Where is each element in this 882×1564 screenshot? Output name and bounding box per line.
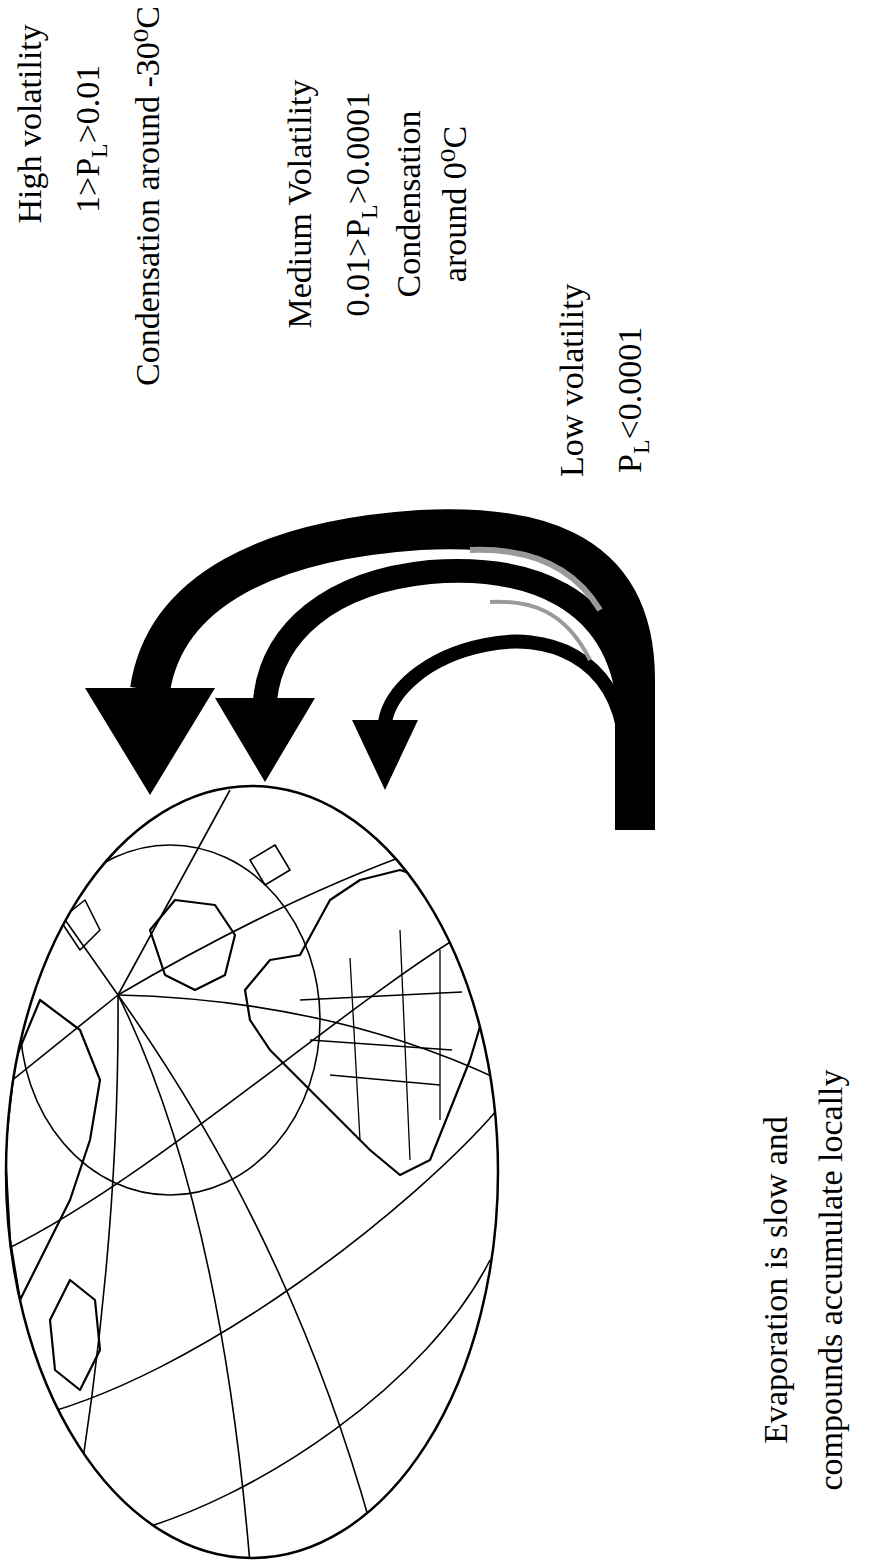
meridian-line (118, 850, 420, 995)
north-america-coast (245, 870, 490, 1175)
meridian-line (70, 995, 118, 1540)
transport-arrows (85, 529, 635, 830)
label-subscript: L (86, 143, 112, 158)
annotation-label: High volatility (7, 24, 53, 223)
annotation-label: Condensation around 0⁰C (386, 84, 478, 324)
label-part: Low volatility (553, 283, 590, 477)
meridian-line (118, 995, 380, 1560)
greenland-coast (150, 900, 235, 990)
arctic-islands (60, 845, 290, 950)
globe-outline (6, 786, 498, 1558)
label-part: Condensation around -30⁰C (129, 6, 166, 386)
meridian-line (118, 995, 500, 1080)
europe-coast (50, 1280, 100, 1390)
annotation-label: 1>PL>0.01 (65, 65, 111, 213)
arrow-highlight (470, 550, 600, 610)
label-part: Medium Volatility (281, 79, 318, 328)
annotation-label: Condensation around -30⁰C (125, 6, 171, 386)
annotation-label: Low volatility (549, 283, 595, 477)
annotation-label: Medium Volatility (277, 79, 323, 328)
annotation-label: PL<0.0001 (607, 327, 653, 473)
label-part: <0.0001 (611, 327, 648, 440)
label-subscript: L (356, 204, 382, 219)
label-part: >0.0001 (339, 92, 376, 205)
latitude-line (5, 930, 470, 1250)
arrow-highlight (490, 602, 590, 660)
latitude-line (20, 1110, 497, 1420)
medium-arrow-head (215, 698, 315, 782)
meridian-line (30, 870, 118, 995)
small-arrow-head (352, 720, 418, 790)
label-part: P (611, 454, 648, 473)
label-part: >0.01 (69, 65, 106, 144)
globe-grid (0, 790, 500, 1564)
label-part: 0.01>P (339, 219, 376, 317)
meridian-line (0, 995, 118, 1090)
state-borders (300, 930, 462, 1160)
meridian-line (118, 790, 230, 995)
medium-arrow-shaft (265, 571, 630, 770)
coastlines (5, 845, 490, 1390)
label-part: Condensation around 0⁰C (390, 111, 473, 298)
eurasia-coast (5, 1000, 100, 1300)
label-part: 1>P (69, 158, 106, 213)
annotation-label: 0.01>PL>0.0001 (335, 92, 381, 317)
large-arrow-shaft (150, 529, 635, 830)
meridian-line (118, 995, 250, 1564)
latitude-line (120, 1260, 490, 1535)
label-subscript: L (628, 440, 654, 455)
label-part: Evaporation is slow and compounds accumu… (757, 1069, 849, 1490)
label-part: High volatility (11, 24, 48, 223)
large-arrow-head (85, 688, 215, 795)
annotation-label: Evaporation is slow and compounds accumu… (748, 1045, 858, 1515)
